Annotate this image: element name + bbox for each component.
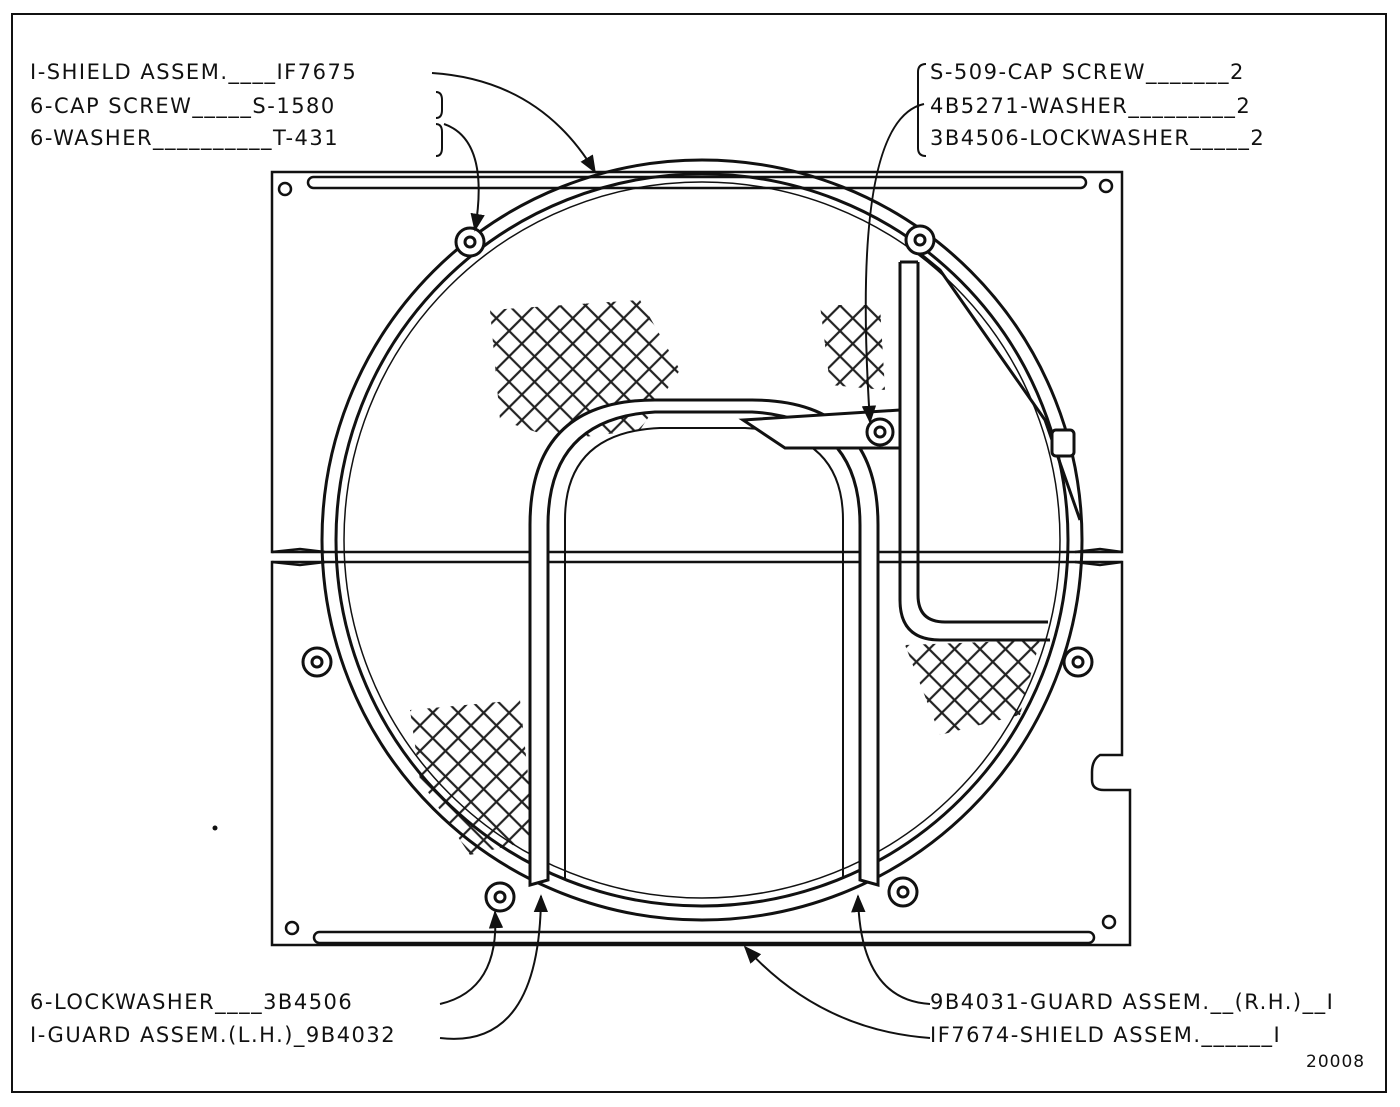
callout-guard-lh: I-GUARD ASSEM.(L.H.)_9B4032	[30, 1023, 397, 1047]
drawing-border	[11, 13, 1387, 1093]
callout-cap-screw-2: S-509-CAP SCREW_______2	[930, 60, 1245, 84]
bottom-slot	[312, 930, 1096, 945]
figure-number: 20008	[1306, 1052, 1366, 1072]
inner-guard	[528, 398, 880, 887]
lower-shield-plate	[270, 560, 1132, 947]
right-bracket	[738, 250, 1082, 642]
mounting-lugs	[301, 224, 1094, 913]
callout-lockwasher-6: 6-LOCKWASHER____3B4506	[30, 990, 354, 1014]
callout-shield-top: I-SHIELD ASSEM.____IF7675	[30, 60, 358, 84]
callout-guard-rh: 9B4031-GUARD ASSEM.__(R.H.)__I	[930, 990, 1335, 1014]
callout-cap-screw-6: 6-CAP SCREW_____S-1580	[30, 94, 336, 118]
callout-braces	[435, 63, 927, 157]
guard-mesh	[410, 300, 1040, 855]
callout-washer-2: 4B5271-WASHER_________2	[930, 94, 1252, 118]
callout-lockwasher-2: 3B4506-LOCKWASHER_____2	[930, 126, 1266, 150]
guard-ring	[320, 158, 1084, 922]
side-bolt	[1050, 428, 1076, 458]
leader-lines	[431, 72, 931, 1040]
callout-washer-6: 6-WASHER__________T-431	[30, 126, 340, 150]
callout-shield-bottom: IF7674-SHIELD ASSEM.______I	[930, 1023, 1282, 1047]
top-slot	[306, 175, 1088, 190]
shield-assembly	[270, 170, 1132, 947]
upper-shield-plate	[270, 170, 1124, 554]
